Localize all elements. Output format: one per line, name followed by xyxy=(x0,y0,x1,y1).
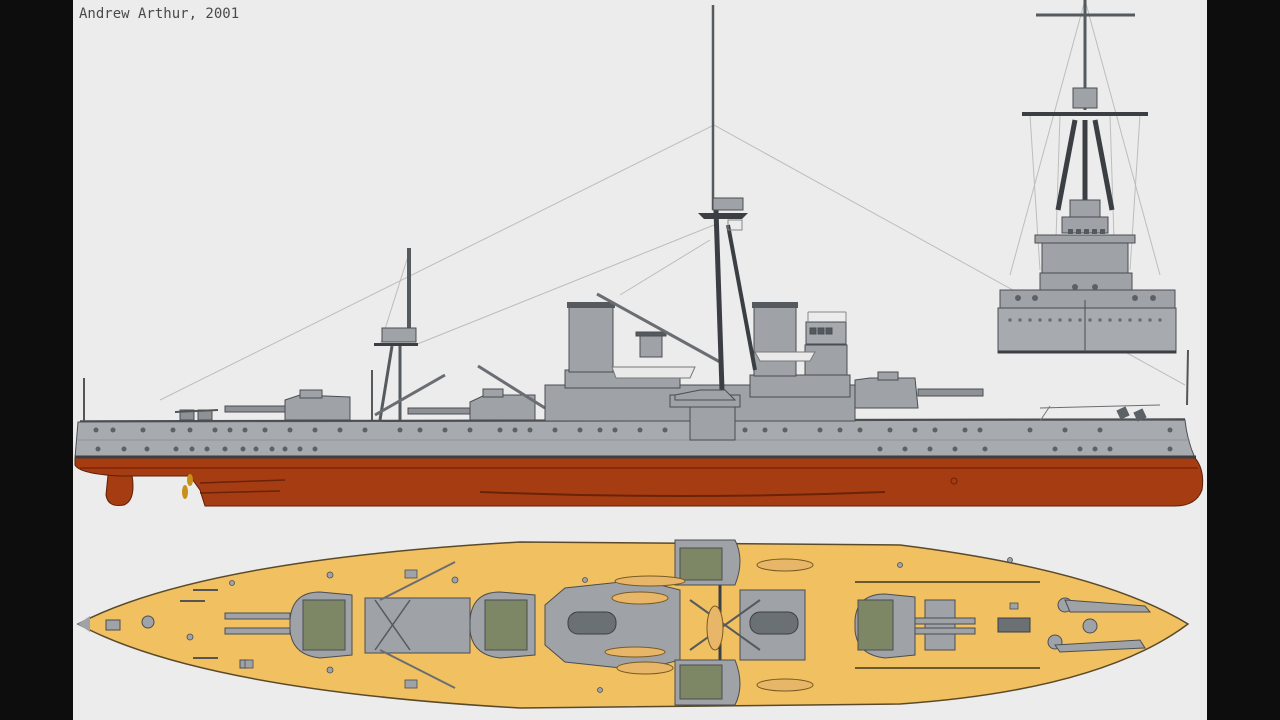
funnel-fore xyxy=(567,302,615,373)
hull-underwater xyxy=(74,457,1204,507)
funnel-aft xyxy=(752,302,798,377)
hull-topside xyxy=(74,419,1196,459)
plan-view xyxy=(76,539,1190,709)
propeller-icon xyxy=(182,474,193,499)
foremast-tripod xyxy=(698,5,757,391)
plan-turret-x xyxy=(289,591,353,659)
mainmast-aft xyxy=(371,248,446,421)
turret-midships-aft xyxy=(407,364,546,421)
front-view xyxy=(997,0,1177,354)
turret-wing xyxy=(674,389,737,401)
artist-credit: Andrew Arthur, 2001 xyxy=(79,6,240,22)
rigging-lines xyxy=(159,0,1186,401)
plan-turret-starboard xyxy=(674,659,741,706)
plan-turret-port xyxy=(674,539,741,586)
plan-turret-y xyxy=(469,591,536,659)
portholes xyxy=(93,427,1173,452)
anchor-icon xyxy=(1116,406,1147,422)
turret-fore xyxy=(854,371,984,409)
profile-view xyxy=(74,5,1204,507)
rudder xyxy=(105,474,134,506)
turret-aft xyxy=(224,389,351,421)
ships-boats xyxy=(611,351,816,379)
plan-turret-a xyxy=(854,593,1031,659)
